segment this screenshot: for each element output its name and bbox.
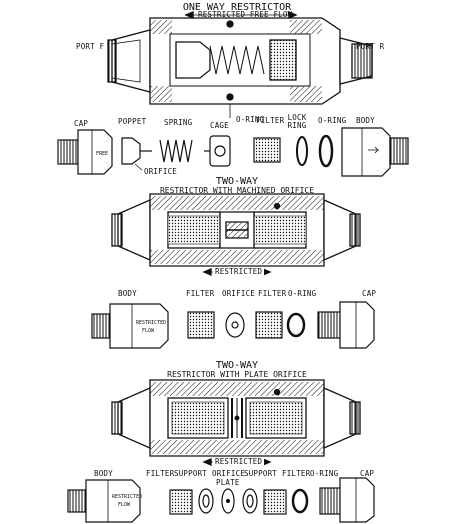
body-part-1: [341, 127, 409, 177]
section3-subtitle: RESTRICTOR WITH PLATE ORIFICE: [167, 370, 307, 379]
cap-label-3: CAP: [360, 469, 375, 478]
o-ring-label-1: O-RING: [318, 116, 347, 125]
spring-label: SPRING: [164, 118, 193, 127]
poppet-label: POPPET: [118, 117, 147, 126]
one-way-restrictor-section: [107, 11, 373, 118]
filter-label-2a: FILTER: [186, 289, 215, 298]
section2-subtitle: RESTRICTOR WITH MACHINED ORIFICE: [159, 186, 315, 195]
body-marking-2b: FLOW: [142, 328, 155, 334]
body-marking-3a: RESTRICTED: [112, 494, 142, 500]
body-label-1: BODY: [356, 116, 375, 125]
two-way-machined-exploded-parts: RESTRICTED FLOW: [91, 301, 375, 349]
two-way-plate-section: [111, 379, 361, 466]
section2-flow-label: RESTRICTED: [213, 267, 265, 276]
body-part-3: RESTRICTED FLOW: [67, 479, 142, 523]
o-ring-part-3: [291, 488, 309, 514]
support-part-3b: [242, 488, 258, 514]
two-way-plate-exploded-parts: RESTRICTED FLOW: [67, 477, 375, 523]
cap-part-3: [319, 477, 375, 523]
body-marking-2a: RESTRICTED: [136, 320, 166, 326]
o-ring-label-2: O-RING: [288, 289, 317, 298]
body-marking-3b: FLOW: [118, 502, 131, 508]
support-part-3a: [198, 488, 214, 514]
port-r-label: PORT R: [356, 42, 385, 51]
orifice-label-1: ORIFICE: [144, 167, 178, 176]
cap-label-1: CAP: [74, 119, 89, 128]
filter-part-3b: [263, 489, 287, 515]
orifice-part-2: [225, 312, 245, 338]
orifice-plate-label-1: ORIFICE: [212, 469, 246, 478]
body-part-2: RESTRICTED FLOW: [91, 303, 169, 349]
body-label-3: BODY: [94, 469, 113, 478]
cage-part: [204, 135, 231, 167]
one-way-exploded-parts: FREE: [57, 127, 409, 177]
lock-ring-part: [296, 136, 308, 166]
lock-ring-label: LOCK RING: [287, 113, 307, 130]
cap-part-2: [317, 301, 375, 349]
body-label-2: BODY: [118, 289, 137, 298]
poppet-part: [121, 137, 152, 171]
cap-marking: FREE: [96, 151, 108, 157]
filter-part-1: [253, 137, 281, 163]
filter-part-2a: [187, 311, 215, 339]
filter-label-3b: FILTER: [282, 469, 311, 478]
port-f-label: PORT F: [76, 42, 105, 51]
o-ring-part-1: [318, 134, 334, 168]
two-way-machined-section: [111, 193, 361, 276]
support-label-3a: SUPPORT: [174, 469, 208, 478]
orifice-plate-part: [221, 488, 235, 514]
section1-title: ONE WAY RESTRICTOR: [182, 2, 292, 13]
filter-label-2b: FILTER: [258, 289, 287, 298]
o-ring-label-3: O-RING: [310, 469, 339, 478]
cage-label: CAGE: [210, 121, 229, 130]
section1-flow-label: RESTRICTED FREE FLOW: [198, 10, 293, 19]
orifice-plate-label-2: PLATE: [216, 478, 240, 487]
filter-part-2b: [255, 311, 283, 339]
section1-oring-label: O-RING: [236, 115, 265, 124]
filter-label-3a: FILTER: [146, 469, 175, 478]
o-ring-part-2: [286, 312, 306, 338]
support-label-3b: SUPPORT: [244, 469, 278, 478]
section2-title: TWO-WAY: [215, 176, 259, 187]
orifice-label-2: ORIFICE: [222, 289, 256, 298]
cap-label-2: CAP: [362, 289, 377, 298]
spring-part: [159, 139, 193, 163]
section3-title: TWO-WAY: [215, 360, 259, 371]
cap-part-1: FREE: [57, 129, 113, 175]
filter-part-3a: [169, 489, 193, 515]
section3-flow-label: RESTRICTED: [213, 457, 265, 466]
filter-label-1: FILTER: [256, 116, 285, 125]
